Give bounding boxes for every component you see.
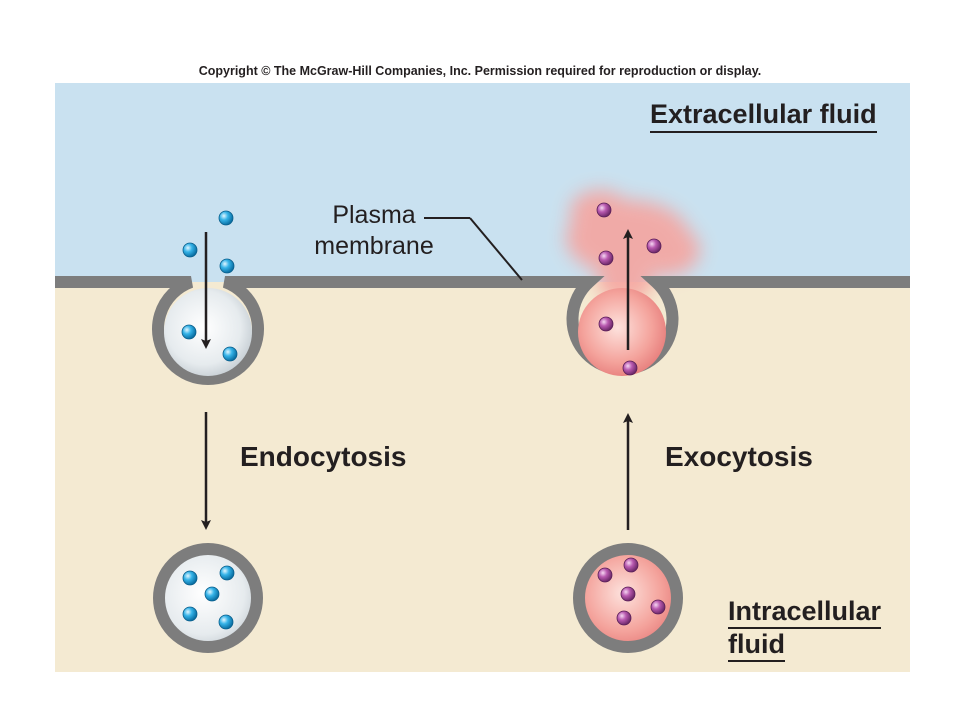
plasma-membrane-label-line1: Plasma — [332, 201, 416, 229]
endocytosis-particles — [181, 210, 238, 630]
plasma-membrane-label-line2: membrane — [314, 232, 434, 260]
blue-particle — [218, 614, 234, 630]
copyright-notice: Copyright © The McGraw-Hill Companies, I… — [198, 64, 762, 78]
blue-particle — [182, 242, 198, 258]
exocytosis-pocket — [578, 288, 666, 376]
blue-particle — [219, 565, 235, 581]
extracellular-fluid-region — [55, 83, 910, 282]
exocytosis-particles — [596, 202, 666, 626]
purple-particle — [646, 238, 662, 254]
plasma-membrane-leader-line-2 — [469, 217, 523, 281]
blue-particle — [204, 586, 220, 602]
exocytosis-label: Exocytosis — [665, 441, 813, 472]
intracellular-fluid-label: Intracellular fluid — [728, 596, 882, 662]
intracellular-fluid-label-line2: fluid — [728, 629, 785, 662]
purple-particle — [597, 567, 613, 583]
blue-particle — [181, 324, 197, 340]
purple-particle — [622, 360, 638, 376]
purple-particle — [598, 316, 614, 332]
endocytosis-label: Endocytosis — [240, 441, 407, 472]
purple-particle — [620, 586, 636, 602]
extracellular-fluid-label: Extracellular fluid — [650, 98, 877, 133]
blue-particle — [219, 258, 235, 274]
intracellular-fluid-label-line1: Intracellular — [728, 596, 882, 629]
blue-particle — [222, 346, 238, 362]
plasma-membrane-label: Plasma membrane — [300, 200, 448, 262]
blue-particle — [218, 210, 234, 226]
purple-particle — [623, 557, 639, 573]
purple-particle — [596, 202, 612, 218]
blue-particle — [182, 606, 198, 622]
purple-particle — [650, 599, 666, 615]
purple-particle — [616, 610, 632, 626]
blue-particle — [182, 570, 198, 586]
endocytosis-pocket — [164, 288, 252, 376]
purple-particle — [598, 250, 614, 266]
